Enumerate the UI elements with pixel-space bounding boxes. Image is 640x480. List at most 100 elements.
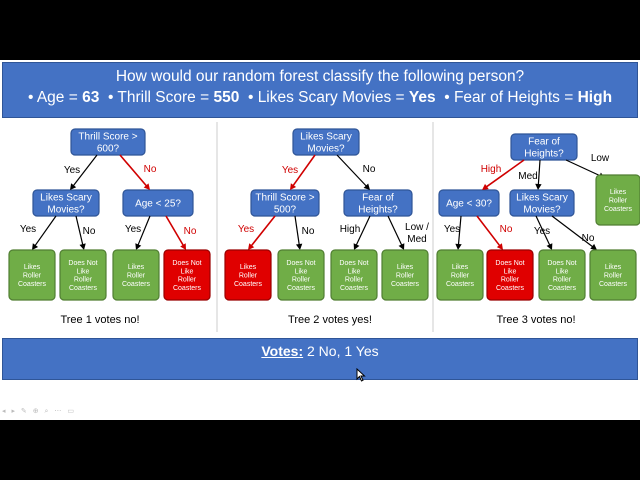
tree3-edge-age-yes-head [455,243,462,250]
tree3-leaf-2-box [486,249,534,301]
tree1-leaf-1-box [8,249,56,301]
tree1-edge-age-no-head [180,243,186,250]
tree1-edge-root-no-head [143,183,150,190]
tree1-root-box [70,128,146,156]
tree2-leaf-4-box [381,249,429,301]
tree3-leaf-4-box [589,249,637,301]
tree1-leaf-2-box [59,249,107,301]
tree3-edge-root-high-head [482,183,489,190]
tree1-label-scary-no: No [83,226,96,237]
tree2-edge-thrill-no [294,215,300,246]
tree1-edge-age-yes-head [135,243,142,250]
tree1-root: Thrill Score >600? [78,132,137,155]
tree3-label-age-yes: Yes [444,224,460,235]
tree1-label-age-yes: Yes [125,224,141,235]
tree1-edge-root-yes [72,154,98,187]
tree2-edge-thrill-no-head [295,243,303,250]
tree3-node-age: Age < 30? [446,199,492,210]
tree1-edge-scary-no-head [79,243,86,250]
tree1-leaf-3-box [112,249,160,301]
tree2-edge-root-no-head [363,183,370,190]
feature-age-value: 63 [82,89,100,106]
tree2-label-low: Low / [405,222,429,233]
votes-label: Votes: [261,343,304,359]
tree1-node-age: Age < 25? [135,199,181,210]
tree1-node-scary-box [32,189,100,217]
tree2-node-thrill-box [250,189,320,217]
tree3-label-high: High [481,164,502,175]
feature-list: • Age = 63 • Thrill Score = 550 • Likes … [27,89,613,106]
feature-scary-label: Likes Scary Movies = [257,89,409,106]
tree2-label-yes: Yes [282,165,298,176]
tree1-label-scary-yes: Yes [20,224,36,235]
tree2-node-heights-box [343,189,413,217]
tree3-edge-root-high [485,159,525,188]
tree1-label-no: No [144,164,157,175]
tree1-edge-age-yes [137,215,151,246]
tree2-leaf-1-box [224,249,272,301]
presentation-toolbar[interactable]: ◂ ▸ ✎ ⊕ ⌕ ⋯ ▭ [2,408,76,415]
tree1-label-age-no: No [184,226,197,237]
tree2-root-box [292,128,360,156]
tree3-edge-scary-yes-head [546,243,553,250]
feature-heights-label: Fear of Heights = [453,89,578,106]
tree3-leaf-low-box [595,174,640,226]
tree3-edge-root-med-head [535,183,542,190]
tree2-edge-heights-high [355,215,371,246]
tree2-edge-root-no [336,154,368,187]
feature-heights-value: High [577,89,613,106]
tree3-node-age-box [438,189,500,217]
tree3-leaf-3-box [538,249,586,301]
tree2-label-med: Med [407,234,426,245]
tree3-edge-age-no [476,215,501,247]
tree2-edge-thrill-yes-head [248,243,255,250]
tree1-leaf-4-box [163,249,211,301]
tree2-edge-root-yes-head [290,183,297,190]
tree3-label-low: Low [591,153,610,164]
tree3-edge-root-med [537,159,541,186]
votes-banner: Votes: 2 No, 1 Yes [2,338,638,380]
tree1-caption: Tree 1 votes no! [60,314,139,326]
tree2-node-thrill: Thrill Score >500? [255,193,314,216]
tree2-label-thrill-no: No [302,226,315,237]
tree1-edge-scary-yes-head [32,243,39,250]
tree2-edge-heights-lowmed [387,215,403,246]
question-text: How would our random forest classify the… [115,68,525,85]
tree3-edge-scary-no [551,215,594,248]
tree2-edge-heights-lowmed-head [398,243,405,250]
tree3-edge-age-yes [457,215,462,246]
tree2-label-no: No [363,164,376,175]
mouse-cursor-icon [356,368,366,382]
tree1-edge-root-no [119,154,148,187]
tree2-leaf-3-box [330,249,378,301]
tree2-caption: Tree 2 votes yes! [288,314,372,326]
tree1-edge-age-no [165,215,185,247]
tree2-edge-root-yes [292,154,316,187]
tree3-leaf-1-box [436,249,484,301]
tree3-caption: Tree 3 votes no! [496,314,575,326]
tree1-label-yes: Yes [64,165,80,176]
tree3-label-med: Med [518,171,537,182]
feature-age-label: Age = [36,89,83,106]
feature-thrill-value: 550 [213,89,240,106]
tree3-edge-root-low [565,159,601,177]
tree3-edge-age-no-head [496,243,503,250]
feature-thrill-label: Thrill Score = [117,89,214,106]
tree2-edge-thrill-yes [250,215,276,247]
tree2-leaf-2-box [277,249,325,301]
